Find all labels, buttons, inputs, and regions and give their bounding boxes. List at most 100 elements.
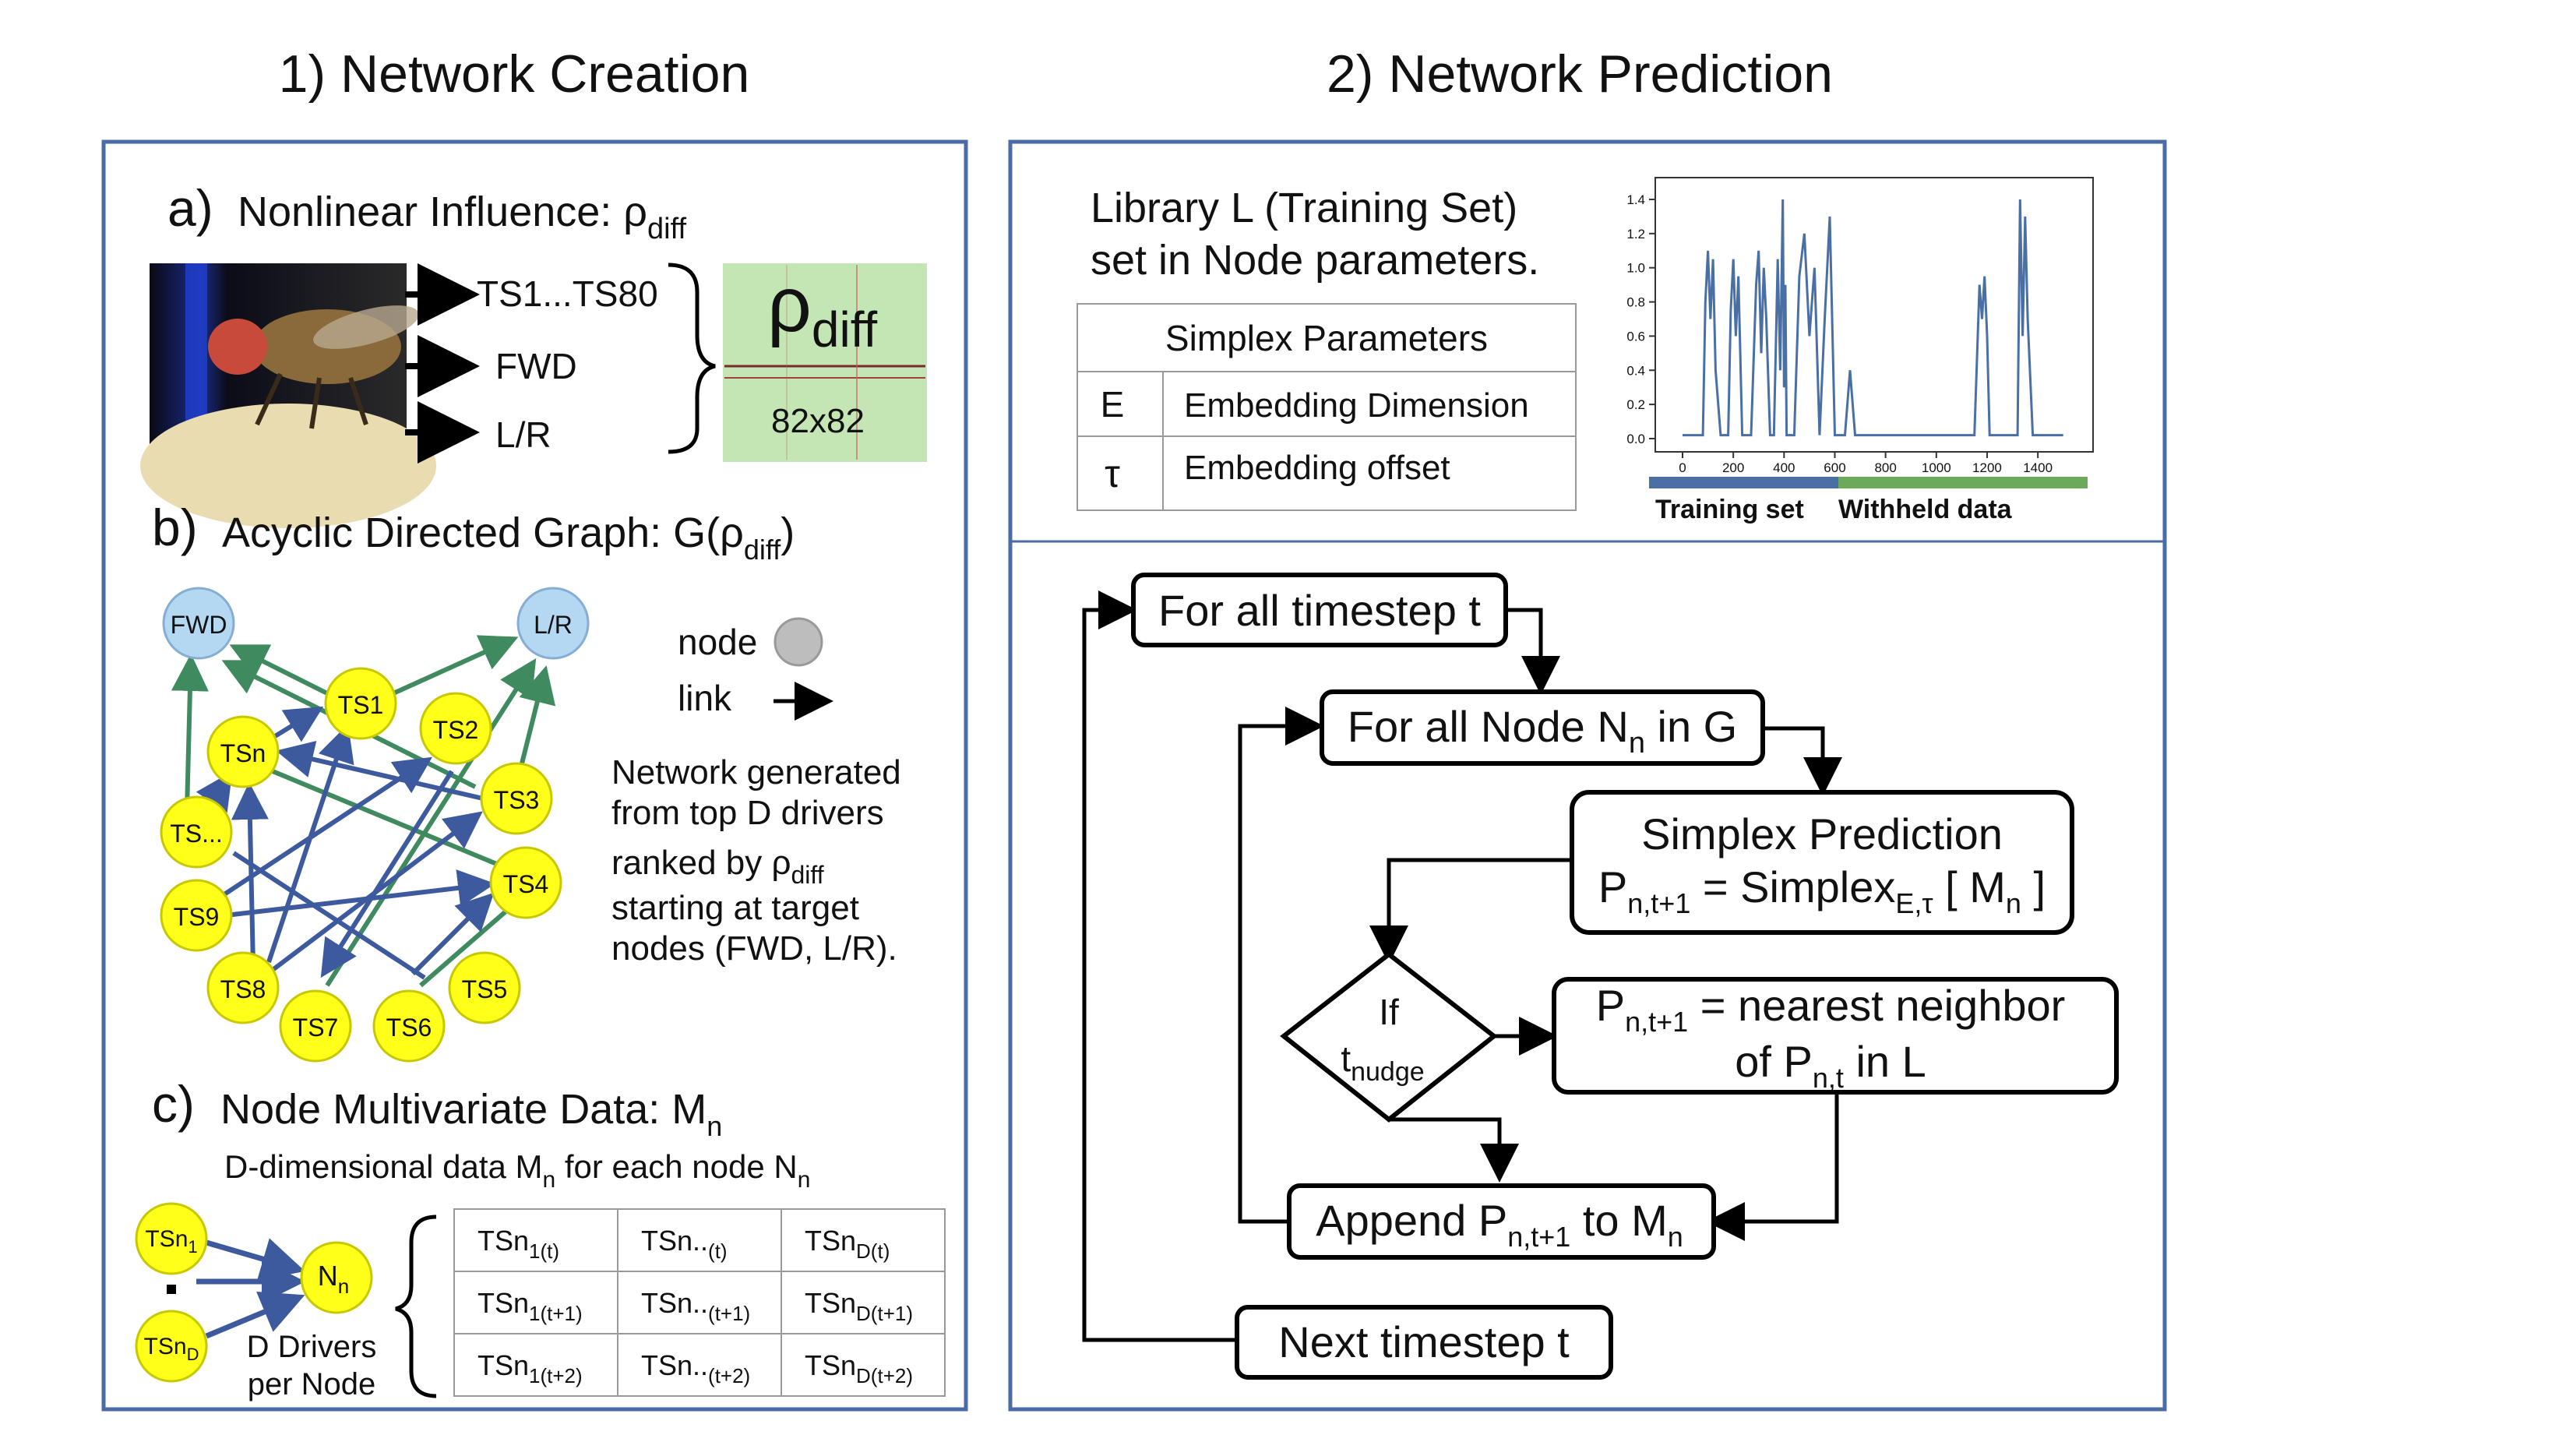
panel-c-letter: c) [152, 1075, 195, 1133]
for-node-label: For all Node Nn in G [1348, 702, 1737, 760]
edge-tsdots-ts7 [232, 851, 426, 980]
y-tick-label: 0.2 [1626, 397, 1645, 412]
y-tick-label: 1.0 [1626, 261, 1645, 276]
training-set-bar [1649, 477, 1838, 488]
edge-driver1-node [206, 1238, 305, 1281]
edge-ts2-ts7 [320, 770, 454, 978]
arrow-nn-to-append [1706, 1089, 1839, 1241]
node-ts2-label: TS2 [433, 716, 479, 744]
node-tsdots-label: TS... [170, 820, 223, 848]
panel-c-title: Node Multivariate Data: Mn [220, 1086, 722, 1142]
arrow-node-to-simplex [1763, 726, 1842, 796]
edge-ts1-lr [392, 635, 519, 696]
heading-network-prediction: 2) Network Prediction [1327, 44, 1833, 104]
param-e-name: Embedding Dimension [1184, 386, 1529, 425]
table-cell: TSn..(t) [641, 1225, 728, 1263]
node-ts4-label: TS4 [503, 870, 549, 898]
x-tick-label: 600 [1824, 460, 1845, 475]
legend-node-label: node [678, 622, 757, 662]
node-tsdots [160, 795, 233, 869]
edge-ts6-ts4b [411, 892, 495, 976]
graph-description-2: from top D drivers [611, 794, 884, 832]
graph-description-1: Network generated [611, 753, 901, 791]
decision-if-nudge [1280, 951, 1498, 1123]
arrow-timestep-to-node [1507, 608, 1560, 695]
x-tick-label: 1200 [1972, 460, 2002, 475]
library-line-2: set in Node parameters. [1091, 237, 1539, 284]
rho-diff-symbol: ρdiff [767, 261, 877, 358]
fly-photo [140, 263, 436, 528]
driver-node-1 [135, 1202, 208, 1275]
table-cell: TSn1(t+1) [477, 1287, 583, 1325]
panel-c-subtitle: D-dimensional data Mn for each node Nn [224, 1148, 810, 1193]
x-tick-label: 1000 [1922, 460, 1951, 475]
y-tick-label: 0.6 [1626, 329, 1645, 344]
driver-node-1-label: TSn1 [145, 1226, 197, 1257]
append-label: Append Pn,t+1 to Mn [1316, 1196, 1683, 1253]
left-panel-border [101, 139, 968, 1412]
node-ts5-label: TS5 [462, 975, 508, 1003]
box-next-timestep [1235, 1305, 1613, 1380]
graph-description-3: ranked by ρdiff [611, 844, 824, 889]
box-for-node [1320, 689, 1765, 766]
node-ts1 [324, 667, 397, 740]
arrow-simplex-to-if [1369, 858, 1570, 964]
driver-node-d-label: TSnD [144, 1334, 199, 1364]
if-nudge-label: tnudge [1341, 1038, 1424, 1087]
simplex-title: Simplex Prediction [1641, 809, 2003, 858]
box-simplex-prediction [1570, 790, 2074, 935]
edge-ts7-lr [325, 658, 537, 987]
edge-tsn-ts4 [271, 769, 500, 867]
withheld-data-label: Withheld data [1838, 495, 2013, 524]
x-tick-label: 1400 [2023, 460, 2053, 475]
y-tick-label: 1.4 [1626, 192, 1645, 207]
input-ts-label: TS1...TS80 [477, 273, 658, 314]
edge-tsdots-fwd [171, 654, 209, 811]
edge-ts9-ts4 [225, 869, 495, 918]
if-label: If [1379, 992, 1399, 1032]
input-lr-label: L/R [495, 414, 551, 455]
heading-network-creation: 1) Network Creation [279, 44, 750, 104]
edge-ts3-tsn [276, 741, 484, 801]
driver-node-d [135, 1310, 208, 1383]
simplex-params-header: Simplex Parameters [1165, 318, 1488, 358]
node-ts7 [279, 989, 352, 1063]
legend-link-label: link [678, 678, 732, 718]
graph-edges [171, 635, 556, 988]
graph-description-4: starting at target [611, 889, 859, 927]
node-tsn-label: TSn [220, 739, 266, 767]
brace-c [395, 1215, 437, 1398]
node-lr-label: L/R [534, 611, 573, 639]
withheld-data-bar [1838, 477, 2088, 488]
node-ts6 [372, 989, 446, 1063]
right-panel-border [1008, 139, 2167, 1412]
table-cell: TSn..(t+2) [641, 1349, 750, 1387]
edge-ts8-ts1 [266, 724, 354, 963]
panel-a-title: Nonlinear Influence: ρdiff [238, 189, 686, 245]
next-timestep-label: Next timestep t [1278, 1317, 1570, 1366]
edge-tsn-ts1 [267, 706, 324, 742]
x-tick-label: 800 [1874, 460, 1896, 475]
library-line-1: Library L (Training Set) [1091, 185, 1517, 231]
node-ts8 [206, 951, 280, 1024]
table-cell: TSnD(t+1) [805, 1287, 913, 1325]
node-tsn [206, 715, 280, 788]
y-tick-label: 0.0 [1626, 432, 1645, 446]
table-cell: TSn1(t) [477, 1225, 559, 1263]
nearest-neighbor-line-2: of Pn,t in L [1735, 1037, 1926, 1094]
param-tau-symbol: τ [1105, 452, 1120, 495]
flowchart [1082, 573, 2119, 1380]
edge-ts9-ts2 [220, 756, 433, 898]
node-ts9-label: TS9 [174, 903, 220, 931]
simplex-equation: Pn,t+1 = SimplexE,τ [ Mn ] [1598, 862, 2046, 919]
drivers-caption-2: per Node [248, 1367, 376, 1401]
graph-description-5: nodes (FWD, L/R). [611, 929, 897, 968]
timeseries-line [1683, 199, 2063, 437]
table-cell: TSn..(t+1) [641, 1287, 750, 1325]
brace-a [668, 263, 716, 454]
x-tick-label: 200 [1722, 460, 1744, 475]
table-cell: TSnD(t+2) [805, 1349, 913, 1387]
edge-ts1-fwd [229, 644, 329, 696]
edge-ts6-ts4 [419, 905, 512, 988]
